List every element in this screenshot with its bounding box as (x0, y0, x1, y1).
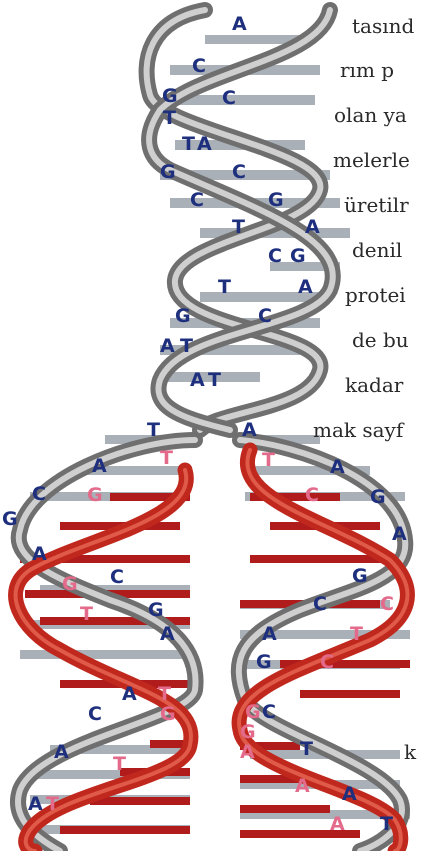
base-letter: C (32, 483, 46, 505)
base-letter: A (330, 813, 345, 835)
base-letter: C (110, 566, 124, 588)
base-letter: G (162, 85, 178, 107)
base-letter: G (62, 573, 78, 595)
base-letter: A (28, 793, 43, 815)
base-letter: G (148, 599, 164, 621)
base-letter: T (147, 419, 160, 441)
base-letter: G (245, 701, 261, 723)
base-letter: A (295, 775, 310, 797)
base-letter: A (330, 456, 345, 478)
base-letter: A (32, 543, 47, 565)
base-letter: G (160, 161, 176, 183)
base-letter: A (197, 133, 212, 155)
base-letter: T (163, 107, 176, 129)
base-letter: C (258, 305, 272, 327)
base-letter: G (160, 703, 176, 725)
base-letter: G (240, 721, 256, 743)
body-text-line: olan ya (334, 103, 407, 127)
body-text-line: k (404, 740, 416, 764)
base-letter: T (232, 216, 245, 238)
base-letter: T (160, 447, 173, 469)
body-text-line: kadar (345, 373, 403, 397)
body-text-line: tasınd (352, 14, 414, 38)
base-letter: G (175, 305, 191, 327)
base-letter: T (208, 369, 221, 391)
base-letter: G (268, 189, 284, 211)
base-letter: C (190, 189, 204, 211)
body-text-line: rım p (340, 58, 394, 82)
base-letter: G (290, 245, 306, 267)
body-text-line: melerle (333, 148, 410, 172)
base-letter: T (380, 813, 393, 835)
base-letter: C (320, 651, 334, 673)
base-letter: A (262, 623, 277, 645)
base-letter: A (242, 419, 257, 441)
base-letter: A (122, 683, 137, 705)
base-letter: T (46, 793, 59, 815)
base-letter: T (218, 276, 231, 298)
base-letter: C (268, 245, 282, 267)
base-letter: C (380, 593, 394, 615)
base-letter: A (92, 455, 107, 477)
base-letter: C (222, 87, 236, 109)
base-letter: C (313, 593, 327, 615)
base-letter: A (342, 783, 357, 805)
body-text-line: denil (352, 238, 402, 262)
base-letter: C (192, 55, 206, 77)
base-letter: T (182, 133, 195, 155)
base-letter: A (305, 216, 320, 238)
base-letter: A (298, 276, 313, 298)
base-letter: A (232, 13, 247, 35)
base-letter: T (80, 603, 93, 625)
base-letter: A (190, 369, 205, 391)
body-text-line: mak sayf (313, 418, 403, 442)
base-letter: G (370, 486, 386, 508)
base-letter: C (305, 484, 319, 506)
base-letter: G (2, 508, 18, 530)
base-letter: C (262, 701, 276, 723)
body-text-line: de bu (352, 328, 409, 352)
base-letter: T (158, 683, 171, 705)
base-letter: A (160, 335, 175, 357)
base-letter: A (392, 523, 407, 545)
base-letter: C (88, 703, 102, 725)
base-letter: A (160, 623, 175, 645)
base-letter: A (240, 741, 255, 763)
base-letter: G (256, 651, 272, 673)
base-letter: T (300, 738, 313, 760)
base-letter: T (113, 753, 126, 775)
base-letter: T (180, 335, 193, 357)
body-text-line: üretilr (344, 193, 409, 217)
base-letter: T (350, 623, 363, 645)
base-letter: T (262, 449, 275, 471)
body-text-line: protei (345, 283, 406, 307)
base-letter: G (352, 565, 368, 587)
base-letter: A (54, 741, 69, 763)
base-letter: G (87, 484, 103, 506)
base-letter: C (232, 161, 246, 183)
